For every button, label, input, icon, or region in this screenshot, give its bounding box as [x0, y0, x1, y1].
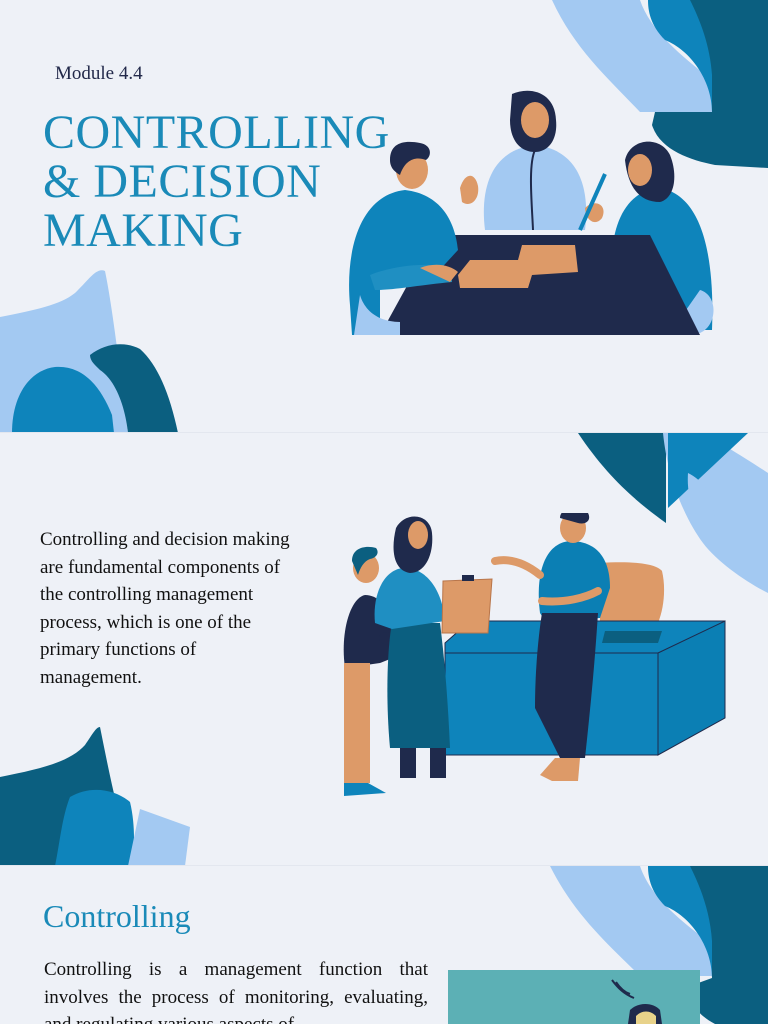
decorative-blob-bottom-left	[0, 270, 178, 433]
decorative-blob-top-right	[552, 0, 768, 168]
section-heading: Controlling	[43, 898, 191, 934]
office-desk-illustration	[343, 513, 726, 796]
slide-controlling: Controlling Controlling is a management …	[0, 866, 768, 1024]
slide-divider-2	[0, 865, 768, 866]
title-line-3: MAKING	[43, 204, 244, 257]
slide-title: Module 4.4 CONTROLLING & DECISION MAKING	[0, 0, 768, 433]
controlling-paragraph: Controlling is a management function tha…	[44, 959, 428, 1024]
module-label: Module 4.4	[55, 63, 143, 84]
phone-illustration	[448, 970, 700, 1024]
decorative-blob-bottom-left-2	[0, 727, 190, 866]
slide-divider	[0, 432, 768, 433]
decorative-blob-top-right-2	[578, 433, 768, 593]
title-line-1: CONTROLLING	[43, 106, 390, 159]
intro-paragraph: Controlling and decision making are fund…	[40, 529, 290, 688]
title-line-2: & DECISION	[43, 155, 322, 208]
decorative-blob-top-right-3	[550, 866, 768, 1024]
page-title: CONTROLLING & DECISION MAKING	[43, 108, 390, 255]
meeting-illustration	[349, 90, 714, 335]
slide-intro: Controlling and decision making are fund…	[0, 433, 768, 866]
